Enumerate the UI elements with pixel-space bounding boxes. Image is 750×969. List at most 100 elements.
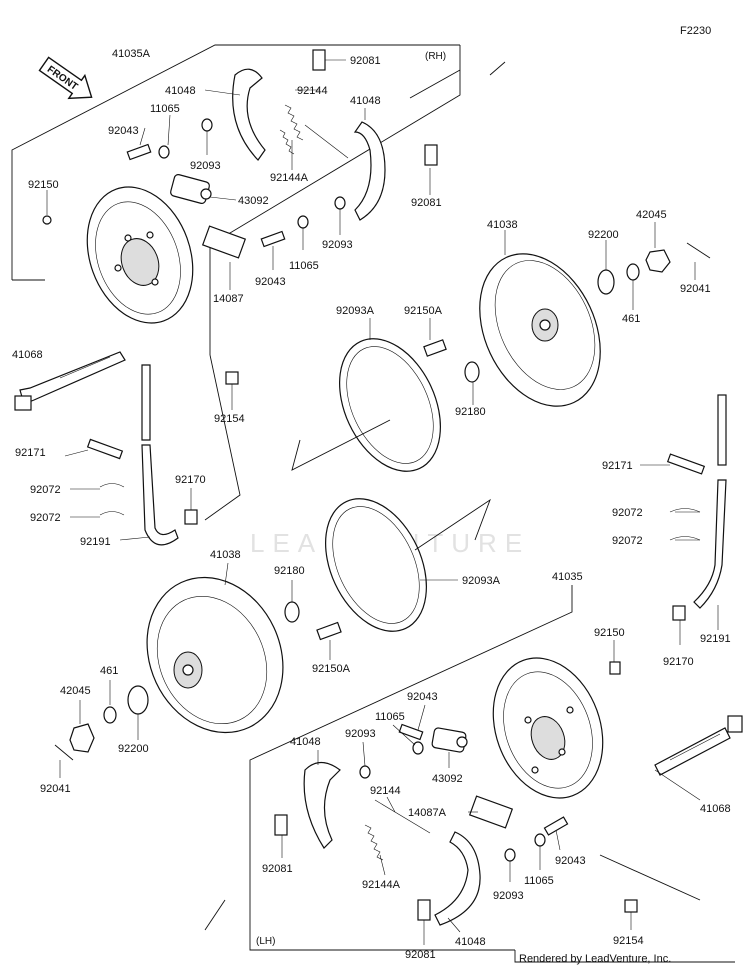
callout-41048: 41048 — [165, 85, 196, 97]
lh-brake-shoe-lower — [434, 831, 481, 926]
rh-springs — [279, 104, 349, 159]
washer-461-bottom — [103, 706, 117, 724]
rh-clip-92081-top — [312, 49, 326, 71]
callout-41038: 41038 — [210, 549, 241, 561]
lh-bolt-92154 — [624, 899, 638, 913]
rh-plate-14087 — [201, 225, 247, 259]
oring-92180-top — [464, 361, 480, 383]
union-92170-left — [184, 509, 198, 525]
clamp-92072-left-b — [99, 511, 125, 516]
callout-41038: 41038 — [487, 219, 518, 231]
washer-461-top — [626, 263, 640, 281]
callout-92072: 92072 — [612, 507, 643, 519]
callout-92150: 92150 — [28, 179, 59, 191]
bolt-92150A-bottom — [316, 621, 342, 641]
lh-plate-14087A — [468, 795, 514, 829]
hose-92191-left — [141, 364, 179, 546]
lh-bolt-92150 — [609, 661, 621, 675]
callout-92180: 92180 — [455, 406, 486, 418]
callout-42045: 42045 — [636, 209, 667, 221]
rh-backing-plate — [86, 186, 194, 324]
lh-pin-92043-top — [398, 723, 424, 741]
axle-41068-left — [14, 351, 126, 411]
callout-92144A: 92144A — [270, 172, 309, 184]
rh-pin-92043-mid — [260, 230, 286, 248]
lh-washer-92093-mid — [504, 848, 516, 862]
rh-bolt-92154 — [225, 371, 239, 385]
callout-11065: 11065 — [375, 711, 405, 723]
lh-clip-92081-left — [274, 814, 288, 836]
seal-92093A-bottom — [325, 498, 427, 632]
lh-wheel-cylinder — [431, 727, 468, 753]
washer-92200-top — [597, 269, 615, 295]
callout-92043: 92043 — [108, 125, 139, 137]
callout-92072: 92072 — [30, 512, 61, 524]
callout-461: 461 — [622, 313, 640, 325]
rh-bolt-92150 — [42, 215, 52, 225]
callout-92144: 92144 — [297, 85, 328, 97]
rh-pin-92043-top — [126, 143, 152, 161]
callout-14087: 14087 — [213, 293, 244, 305]
lh-brake-shoe-upper — [303, 761, 341, 849]
callout-11065: 11065 — [289, 260, 319, 272]
callout-41048: 41048 — [290, 736, 321, 748]
callout-92144A: 92144A — [362, 879, 401, 891]
callout-41035A: 41035A — [112, 48, 151, 60]
callout-92081: 92081 — [262, 863, 293, 875]
front-arrow-icon: FRONT — [38, 56, 93, 100]
bolt-92150A-top — [423, 339, 447, 357]
rh-brake-shoe-upper — [232, 68, 266, 161]
lh-side-label: (LH) — [256, 936, 275, 947]
callout-41035: 41035 — [552, 571, 583, 583]
callout-92043: 92043 — [555, 855, 586, 867]
callout-92081: 92081 — [411, 197, 442, 209]
clamp-92072-left-a — [99, 483, 125, 488]
rh-washer-92093-top — [201, 118, 213, 132]
callout-92191: 92191 — [700, 633, 731, 645]
drum-41038-bottom — [146, 576, 284, 734]
callout-41048: 41048 — [455, 936, 486, 948]
nut-42045-bottom — [69, 723, 95, 753]
callout-92171: 92171 — [602, 460, 633, 472]
lh-washer-92093-top — [359, 765, 371, 779]
callout-92093: 92093 — [190, 160, 221, 172]
drum-41038-top — [479, 253, 601, 407]
pin-92041-top — [686, 242, 711, 259]
callout-92154: 92154 — [214, 413, 245, 425]
rh-group-frame: (RH) — [11, 44, 506, 355]
clamp-92072-right-a — [669, 508, 701, 513]
union-92170-right — [672, 605, 686, 621]
callout-92081: 92081 — [350, 55, 381, 67]
axle-41068-right — [654, 715, 743, 776]
rh-washer-11065-top — [158, 145, 170, 159]
callout-labels: 41035A 92081 41048 92144 41048 11065 920… — [12, 48, 731, 961]
rh-clip-92081-right — [424, 144, 438, 166]
callout-92150: 92150 — [594, 627, 625, 639]
callout-92180: 92180 — [274, 565, 305, 577]
callout-92043: 92043 — [255, 276, 286, 288]
callout-92171: 92171 — [15, 447, 46, 459]
callout-11065: 11065 — [150, 103, 180, 115]
lh-backing-plate — [492, 657, 604, 799]
callout-92144: 92144 — [370, 785, 401, 797]
seal-92093A-top — [339, 338, 441, 472]
callout-43092: 43092 — [432, 773, 463, 785]
callout-92154: 92154 — [613, 935, 644, 947]
callout-92093: 92093 — [493, 890, 524, 902]
callout-92200: 92200 — [118, 743, 149, 755]
lh-washer-11065-mid — [534, 833, 546, 847]
oring-92180-bottom — [284, 601, 300, 623]
rh-washer-11065-mid — [297, 215, 309, 229]
callout-92170: 92170 — [175, 474, 206, 486]
callout-42045: 42045 — [60, 685, 91, 697]
callout-92081: 92081 — [405, 949, 436, 961]
callout-92041: 92041 — [680, 283, 711, 295]
rh-wheel-cylinder — [170, 174, 212, 204]
callout-92072: 92072 — [30, 484, 61, 496]
lh-clip-92081-bottom — [417, 899, 431, 921]
lh-springs — [364, 799, 431, 861]
hose-92191-right — [693, 394, 727, 609]
callout-92191: 92191 — [80, 536, 111, 548]
callout-41068: 41068 — [700, 803, 731, 815]
